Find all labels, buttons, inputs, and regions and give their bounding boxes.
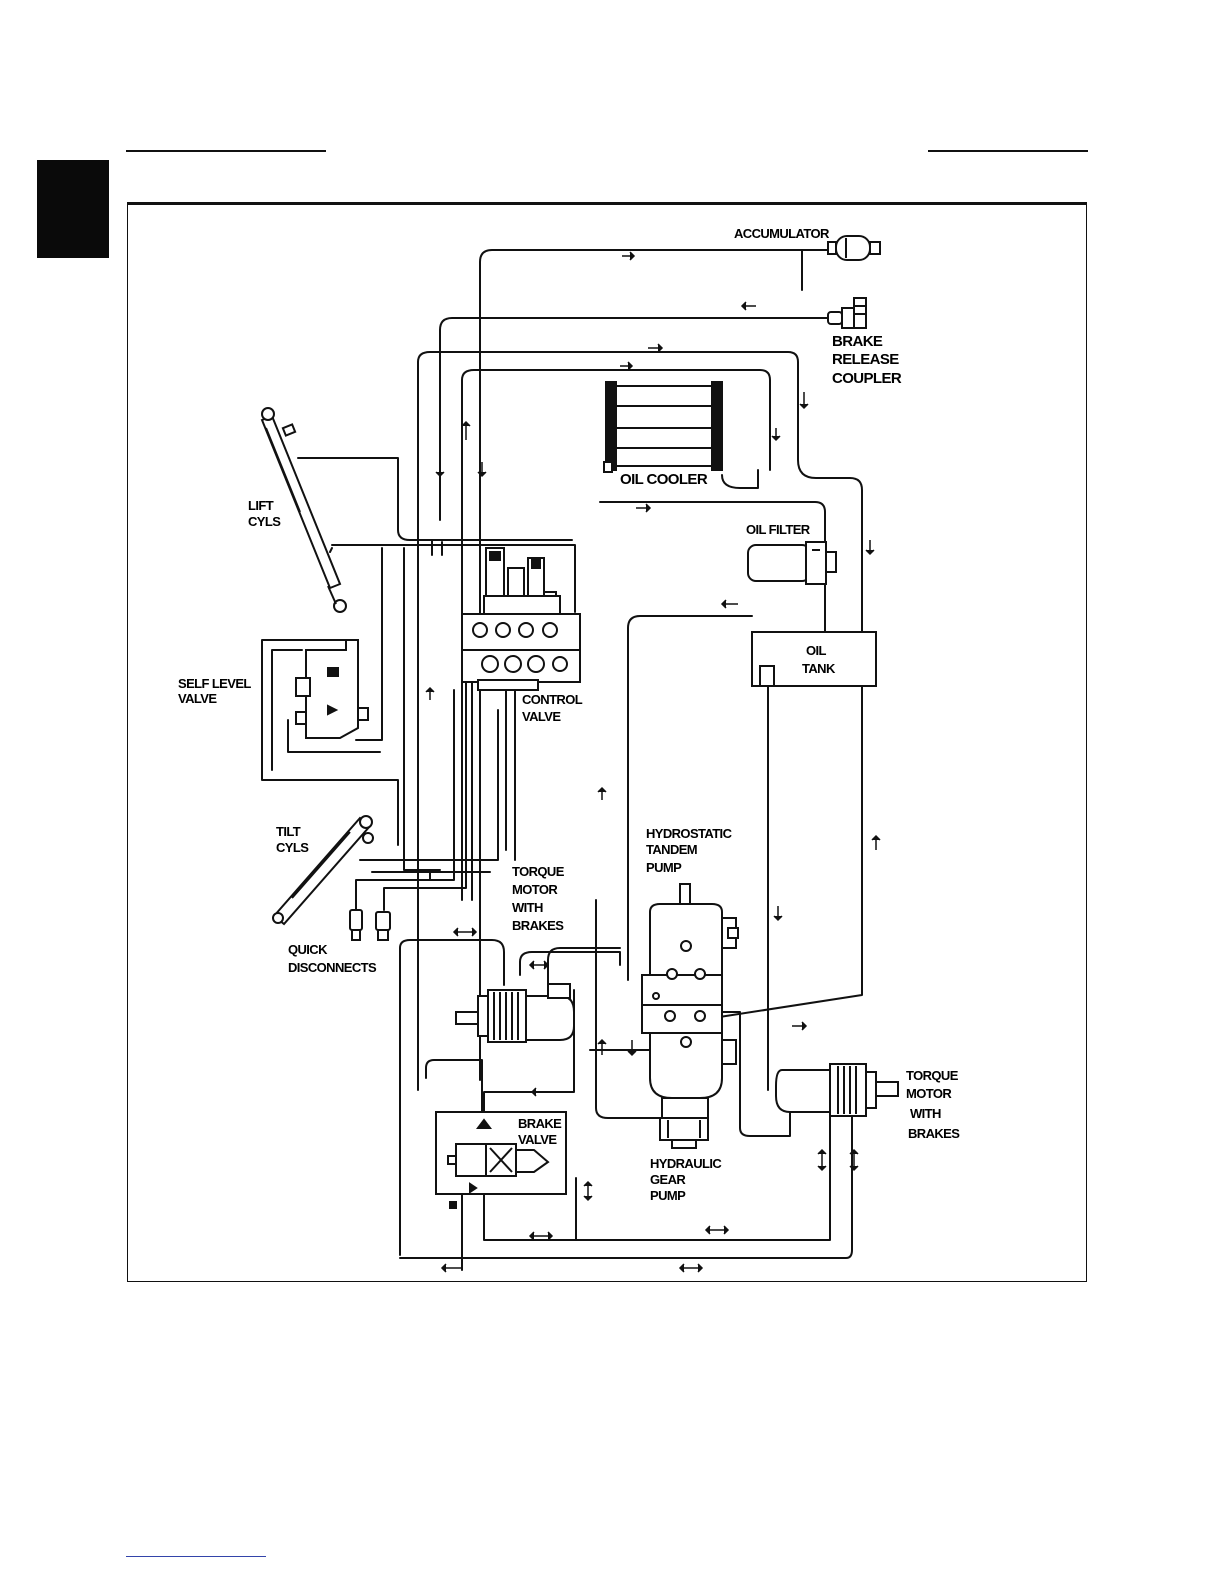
right-torque-motor-icon bbox=[776, 1064, 898, 1116]
label-brake-valve-1: BRAKE bbox=[518, 1116, 562, 1131]
hydrostatic-pump-icon bbox=[642, 884, 738, 1098]
label-torque-right-3: WITH bbox=[910, 1106, 941, 1121]
oil-filter-icon bbox=[748, 542, 836, 584]
label-oil-tank-1: OIL bbox=[806, 643, 827, 658]
components bbox=[262, 236, 898, 1208]
label-brake-valve-2: VALVE bbox=[518, 1132, 557, 1147]
label-quick-disc-1: QUICK bbox=[288, 942, 328, 957]
oil-cooler-icon bbox=[604, 382, 722, 472]
label-torque-left-3: WITH bbox=[512, 900, 543, 915]
label-torque-left-2: MOTOR bbox=[512, 882, 558, 897]
label-quick-disc-2: DISCONNECTS bbox=[288, 960, 377, 975]
label-tilt-cyls-1: TILT bbox=[276, 824, 301, 839]
label-hydrostatic-2: TANDEM bbox=[646, 842, 697, 857]
label-brake-release-2: RELEASE bbox=[832, 351, 899, 368]
label-hydrostatic-3: PUMP bbox=[646, 860, 682, 875]
label-gear-pump-1: HYDRAULIC bbox=[650, 1156, 722, 1171]
accumulator-icon bbox=[828, 236, 880, 260]
label-oil-filter: OIL FILTER bbox=[746, 522, 811, 537]
label-brake-release-1: BRAKE bbox=[832, 333, 883, 350]
label-gear-pump-3: PUMP bbox=[650, 1188, 686, 1203]
label-control-valve-2: VALVE bbox=[522, 709, 561, 724]
label-torque-right-4: BRAKES bbox=[908, 1126, 960, 1141]
label-lift-cyls-1: LIFT bbox=[248, 498, 274, 513]
label-torque-right-1: TORQUE bbox=[906, 1068, 959, 1083]
lift-cylinder-icon bbox=[262, 408, 346, 612]
label-self-level-2: VALVE bbox=[178, 691, 217, 706]
label-oil-tank-2: TANK bbox=[802, 661, 836, 676]
label-brake-release-3: COUPLER bbox=[832, 370, 902, 387]
quick-disconnect-icon bbox=[350, 910, 390, 940]
self-level-valve-icon bbox=[296, 640, 368, 738]
label-self-level-1: SELF LEVEL bbox=[178, 676, 251, 691]
label-accumulator: ACCUMULATOR bbox=[734, 226, 830, 241]
label-gear-pump-2: GEAR bbox=[650, 1172, 686, 1187]
gear-pump-icon bbox=[660, 1098, 708, 1148]
label-torque-right-2: MOTOR bbox=[906, 1086, 952, 1101]
label-control-valve-1: CONTROL bbox=[522, 692, 583, 707]
label-torque-left-4: BRAKES bbox=[512, 918, 564, 933]
label-oil-cooler: OIL COOLER bbox=[620, 471, 708, 488]
coupler-icon bbox=[828, 298, 866, 328]
label-torque-left-1: TORQUE bbox=[512, 864, 565, 879]
label-hydrostatic-1: HYDROSTATIC bbox=[646, 826, 733, 841]
label-lift-cyls-2: CYLS bbox=[248, 514, 281, 529]
left-torque-motor-icon bbox=[456, 984, 574, 1042]
label-tilt-cyls-2: CYLS bbox=[276, 840, 309, 855]
oil-tank-icon bbox=[752, 632, 876, 686]
